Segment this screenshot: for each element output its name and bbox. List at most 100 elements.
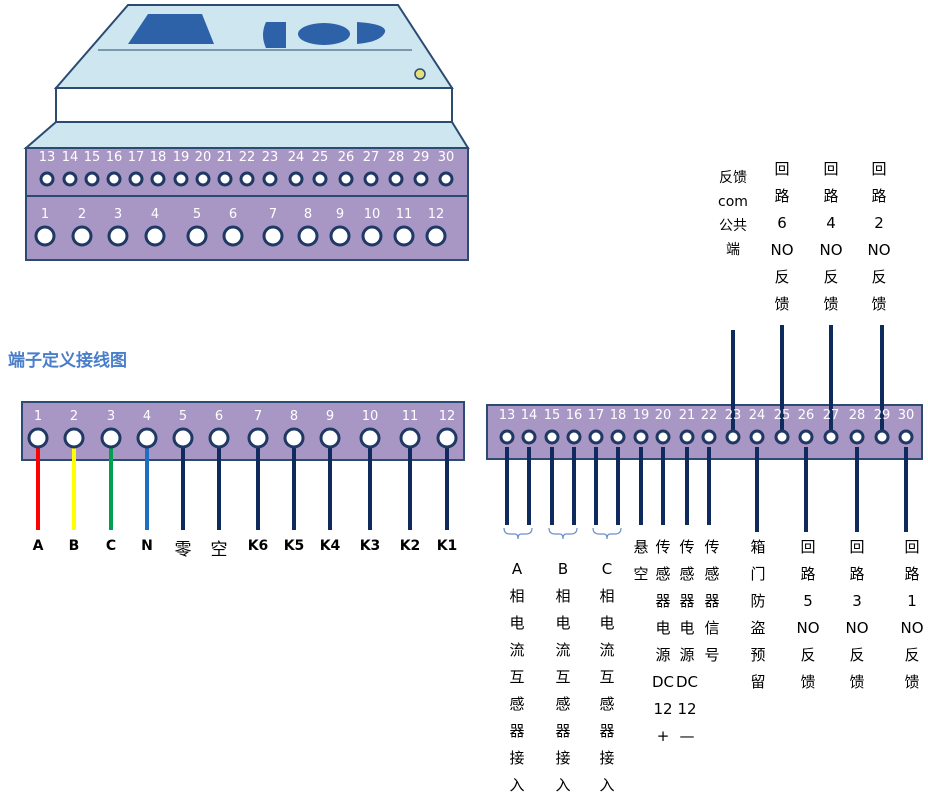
- device-top-terminal-number: 22: [238, 150, 256, 165]
- right-terminal-number: 18: [609, 408, 627, 423]
- device-top-terminal: [338, 171, 354, 187]
- left-terminal-number: 3: [106, 409, 116, 424]
- left-terminal-label: K2: [399, 538, 421, 554]
- left-terminal-number: 10: [361, 409, 379, 424]
- device-top-terminal: [84, 171, 100, 187]
- device-top-terminal-number: 13: [38, 150, 56, 165]
- right-terminal: [544, 429, 560, 445]
- right-terminal-bottom-label: 传 感 器 电 源 DC 12 —: [675, 538, 699, 745]
- left-terminal-number: 12: [438, 409, 456, 424]
- right-terminal-number: 23: [724, 408, 742, 423]
- left-terminal-label: 空: [210, 540, 228, 560]
- right-terminal-top-label: 反馈 com 公共 端: [718, 170, 748, 258]
- device-bottom-terminal: [34, 225, 56, 247]
- device-bottom-terminal: [329, 225, 351, 247]
- device-bottom-terminal: [107, 225, 129, 247]
- right-terminal: [633, 429, 649, 445]
- left-terminal-label: K4: [319, 538, 341, 554]
- diagram-title: 端子定义接线图: [8, 351, 127, 371]
- left-terminal-label: N: [141, 538, 153, 554]
- device-top-terminal-number: 21: [216, 150, 234, 165]
- device-top-terminal: [150, 171, 166, 187]
- right-terminal-number: 17: [587, 408, 605, 423]
- right-terminal: [725, 429, 741, 445]
- device-bottom-terminal-number: 1: [40, 207, 50, 222]
- left-terminal: [63, 427, 85, 449]
- right-terminal-bottom-label: B 相 电 流 互 感 器 接 入: [555, 560, 571, 794]
- left-terminal: [436, 427, 458, 449]
- right-terminal: [588, 429, 604, 445]
- device-top-terminal: [413, 171, 429, 187]
- right-terminal-number: 19: [632, 408, 650, 423]
- right-terminal: [749, 429, 765, 445]
- right-terminal: [823, 429, 839, 445]
- left-terminal-label: K3: [359, 538, 381, 554]
- right-terminal-number: 21: [678, 408, 696, 423]
- right-terminal-number: 26: [797, 408, 815, 423]
- left-terminal: [136, 427, 158, 449]
- right-terminal-number: 29: [873, 408, 891, 423]
- left-terminal: [208, 427, 230, 449]
- device-bottom-terminal-number: 2: [77, 207, 87, 222]
- right-terminal-bottom-label: 传 感 器 电 源 DC 12 +: [651, 538, 675, 745]
- left-terminal-label: A: [32, 538, 44, 554]
- ct-pair-bracket: [503, 527, 533, 540]
- device-top-terminal: [62, 171, 78, 187]
- device-bottom-terminal: [186, 225, 208, 247]
- right-terminal-bottom-label: 回 路 5 NO 反 馈: [796, 538, 820, 691]
- device-top-terminal-number: 18: [149, 150, 167, 165]
- device-top-terminal: [173, 171, 189, 187]
- button-shape-left: [263, 22, 286, 48]
- right-terminal: [521, 429, 537, 445]
- device-top-terminal-number: 25: [311, 150, 329, 165]
- left-terminal-label: B: [68, 538, 80, 554]
- device-bottom-terminal-number: 7: [268, 207, 278, 222]
- left-terminal-number: 7: [253, 409, 263, 424]
- device-top-terminal-number: 27: [362, 150, 380, 165]
- device-top-terminal: [239, 171, 255, 187]
- right-terminal: [499, 429, 515, 445]
- device-top-terminal: [106, 171, 122, 187]
- device-top-terminal: [262, 171, 278, 187]
- left-terminal: [283, 427, 305, 449]
- right-terminal-bottom-label: C 相 电 流 互 感 器 接 入: [599, 560, 615, 794]
- device-top-terminal-number: 23: [261, 150, 279, 165]
- right-terminal-bottom-label: 回 路 3 NO 反 馈: [845, 538, 869, 691]
- left-terminal-number: 11: [401, 409, 419, 424]
- right-terminal: [874, 429, 890, 445]
- right-terminal-bottom-label: 悬 空: [633, 538, 649, 583]
- right-terminal-number: 13: [498, 408, 516, 423]
- device-top-terminal: [388, 171, 404, 187]
- left-terminal-number: 4: [142, 409, 152, 424]
- right-terminal-block: [486, 325, 923, 540]
- left-terminal-block: [21, 401, 465, 530]
- right-terminal-number: 24: [748, 408, 766, 423]
- device-top-terminal-number: 30: [437, 150, 455, 165]
- device-bottom-terminal-number: 9: [335, 207, 345, 222]
- device-bottom-terminal: [262, 225, 284, 247]
- right-terminal-top-label: 回 路 6 NO 反 馈: [770, 160, 794, 313]
- right-terminal: [798, 429, 814, 445]
- button-shape-right: [357, 22, 386, 44]
- left-terminal-number: 6: [214, 409, 224, 424]
- indicator-light: [414, 68, 426, 80]
- left-terminal: [27, 427, 49, 449]
- left-terminal: [359, 427, 381, 449]
- right-terminal: [849, 429, 865, 445]
- device-bottom-terminal-number: 10: [363, 207, 381, 222]
- device-top-terminal: [363, 171, 379, 187]
- left-terminal: [100, 427, 122, 449]
- device-top-terminal-number: 20: [194, 150, 212, 165]
- device-front-strip: [55, 87, 453, 123]
- left-terminal: [172, 427, 194, 449]
- right-terminal: [701, 429, 717, 445]
- right-terminal-number: 15: [543, 408, 561, 423]
- device-top-terminal: [288, 171, 304, 187]
- right-terminal-bottom-label: 传 感 器 信 号: [704, 538, 720, 664]
- right-terminal-number: 14: [520, 408, 538, 423]
- device-top-terminal-number: 14: [61, 150, 79, 165]
- right-terminal-top-label: 回 路 2 NO 反 馈: [867, 160, 891, 313]
- device-top-terminal: [128, 171, 144, 187]
- left-terminal-number: 2: [69, 409, 79, 424]
